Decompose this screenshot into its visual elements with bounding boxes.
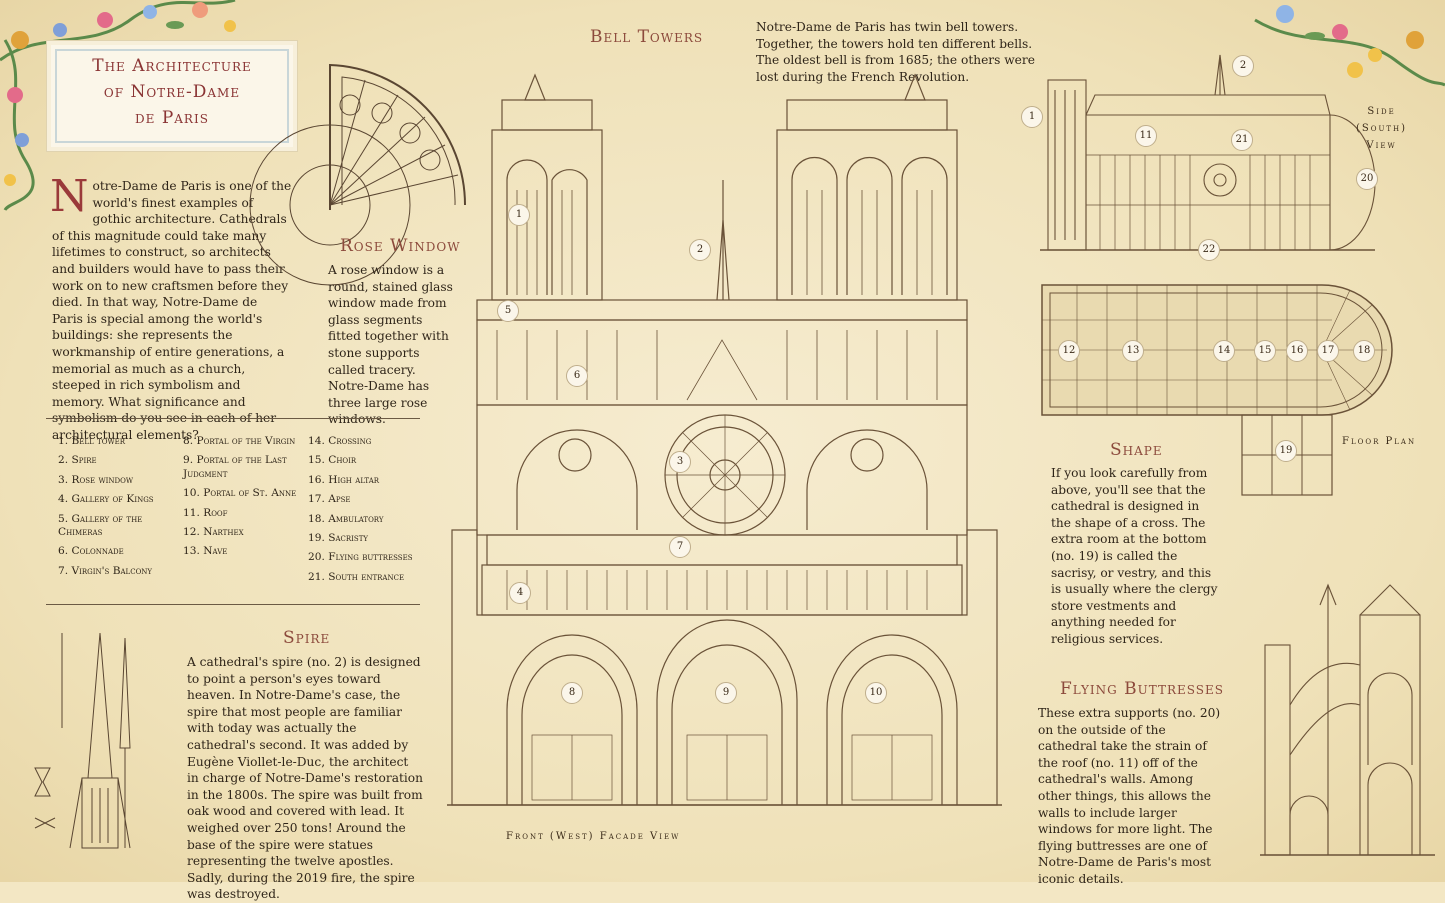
facade-drawing [447,73,1002,806]
legend-item: 11. Roof [183,506,228,519]
legend-item: 2. Spire [58,454,97,467]
callout-marker: 4 [509,582,531,604]
legend-bottom-rule [46,604,420,605]
shape-heading: Shape [1110,440,1163,460]
legend-item: 1. Bell tower [58,435,126,447]
title-line-2: of Notre-Dame [103,82,241,102]
callout-marker: 5 [497,300,519,322]
callout-marker: 22 [1198,239,1220,261]
title-box: The Architecture of Notre-Dame de Paris [46,40,298,152]
legend-item: 14. Crossing [308,435,372,447]
callout-marker: 19 [1275,440,1297,462]
legend-item: 18. Ambulatory [308,512,384,525]
spire-heading: Spire [283,628,331,648]
legend-item: 4. Gallery of Kings [58,493,154,506]
rose-window-text: A rose window is a round, stained glass … [328,263,453,427]
floral-decoration-top-right [1254,5,1445,87]
legend-item: 6. Colonnade [58,545,124,558]
callout-marker: 11 [1135,125,1157,147]
title-line-1: The Architecture [92,56,252,76]
legend-item: 19. Sacristy [308,532,369,545]
callout-marker: 12 [1058,340,1080,362]
callout-marker: 16 [1286,340,1308,362]
legend-item: 3. Rose window [58,473,134,486]
side-view-drawing [1040,54,1376,251]
legend-item: 5. Gallery of the Chimeras [58,512,143,539]
callout-marker: 9 [715,682,737,704]
callout-marker: 7 [669,536,691,558]
spire-text: A cathedral's spire (no. 2) is designed … [187,655,423,902]
legend-column-2: 8. Portal of the Virgin 9. Portal of the … [183,435,298,565]
legend-item: 15. Choir [308,454,357,467]
bell-towers-text: Notre-Dame de Paris has twin bell towers… [756,20,1035,84]
flying-buttresses-text: These extra supports (no. 20) on the out… [1038,706,1221,886]
bell-towers-heading: Bell Towers [590,27,704,47]
legend-item: 13. Nave [183,545,228,558]
rose-window-drawing [249,63,466,286]
floor-plan-caption: Floor Plan [1342,436,1417,447]
callout-marker: 2 [1232,55,1254,77]
spire-drawing [34,632,131,849]
callout-marker: 15 [1254,340,1276,362]
page-title: The Architecture of Notre-Dame de Paris [47,53,297,131]
shape-text: If you look carefully from above, you'll… [1051,466,1218,646]
legend: 1. Bell tower 2. Spire 3. Rose window 4. Ga… [58,435,428,595]
flying-buttresses-heading: Flying Buttresses [1060,679,1224,699]
legend-item: 7. Virgin's Balcony [58,564,153,577]
side-view-caption: Side (South) View [1356,103,1407,154]
title-frame [55,49,289,143]
floral-decoration-left [3,39,35,211]
legend-item: 9. Portal of the Last Judgment [183,454,287,480]
intro-dropcap: N [50,171,89,222]
callout-marker: 1 [508,204,530,226]
legend-item: 12. Narthex [183,526,244,539]
callout-marker: 18 [1353,340,1375,362]
legend-column-3: 14. Crossing 15. Choir 16. High altar 17. A… [308,435,428,590]
legend-item: 10. Portal of St. Anne [183,487,297,500]
side-caption-line-1: Side [1367,106,1396,117]
callout-marker: 2 [689,239,711,261]
legend-item: 20. Flying buttresses [308,551,413,564]
callout-marker: 17 [1317,340,1339,362]
callout-marker: 20 [1356,168,1378,190]
legend-item: 21. South entrance [308,570,405,583]
intro-text: otre-Dame de Paris is one of the world's… [52,179,292,442]
callout-marker: 13 [1122,340,1144,362]
side-caption-line-2: (South) [1356,123,1408,134]
callout-marker: 1 [1021,106,1043,128]
flying-buttress-drawing [1260,583,1435,856]
callout-marker: 21 [1231,129,1253,151]
facade-caption: Front (West) Facade View [506,831,681,842]
callout-marker: 8 [561,682,583,704]
legend-item: 16. High altar [308,473,380,486]
callout-marker: 14 [1213,340,1235,362]
legend-item: 8. Portal of the Virgin [183,435,296,447]
legend-top-rule [46,418,420,419]
legend-item: 17. Apse [308,493,351,506]
rose-window-heading: Rose Window [340,236,461,256]
title-line-3: de Paris [135,108,209,128]
legend-column-1: 1. Bell tower 2. Spire 3. Rose window 4. Ga… [58,435,173,584]
callout-marker: 6 [566,365,588,387]
callout-marker: 3 [669,451,691,473]
callout-marker: 10 [865,682,887,704]
side-caption-line-3: View [1366,140,1397,151]
